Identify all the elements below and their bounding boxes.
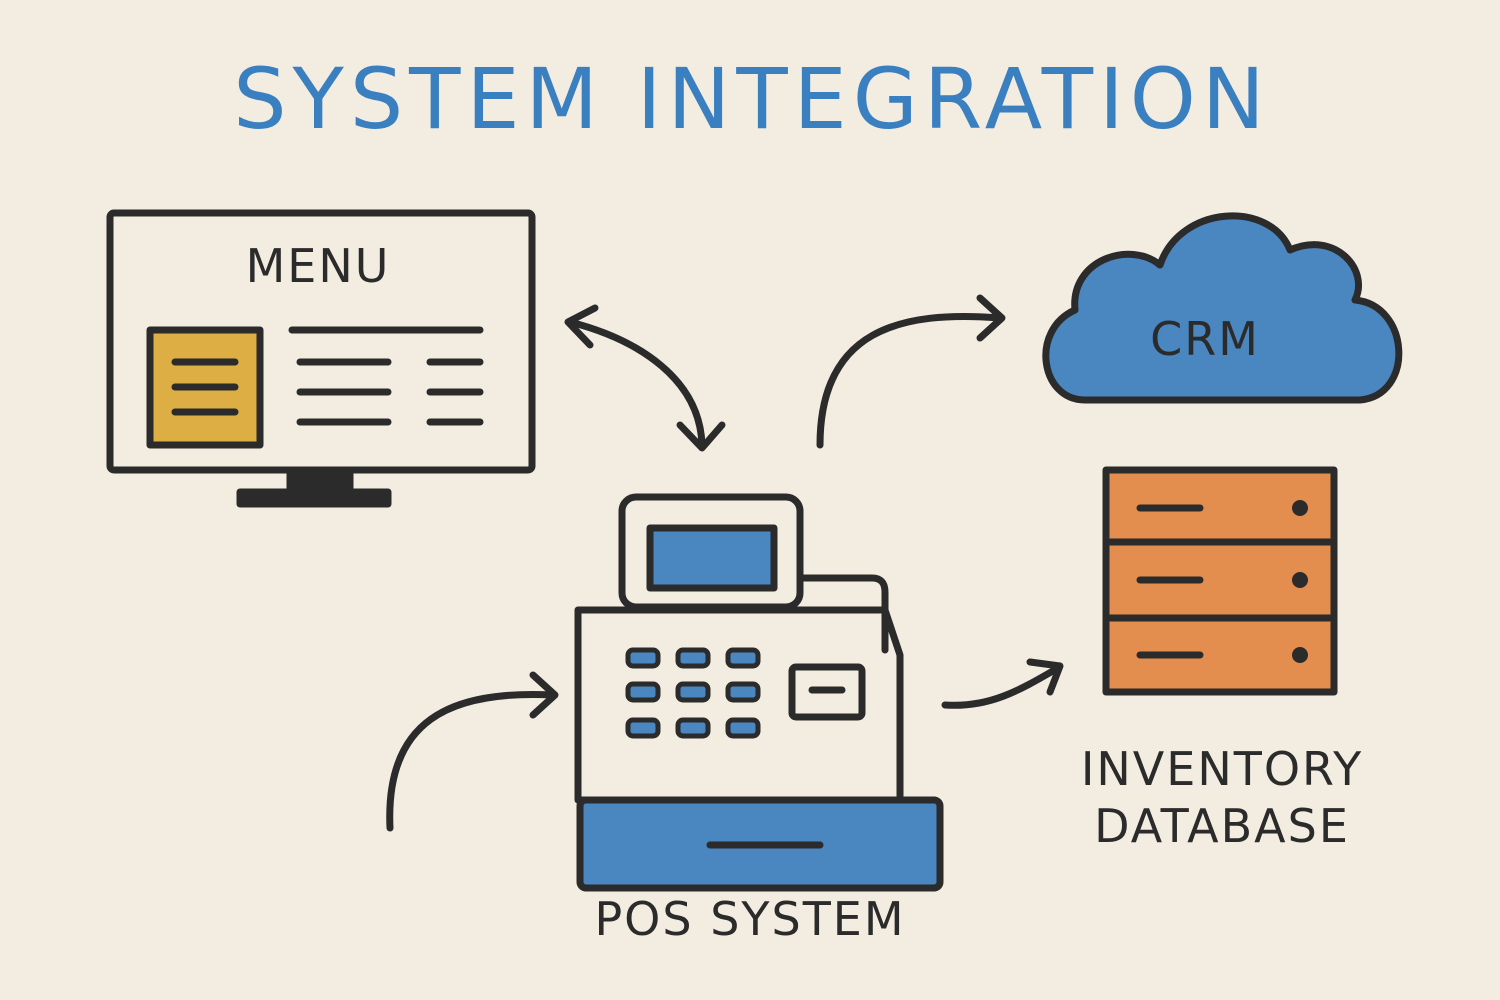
crm-label: CRM xyxy=(1150,312,1260,366)
diagram-title: SYSTEM INTEGRATION xyxy=(233,50,1271,148)
menu-monitor-icon: MENU xyxy=(106,209,536,508)
pos-label: POS SYSTEM xyxy=(594,892,905,946)
arrow-pos-to-inventory xyxy=(941,658,1064,709)
menu-label: MENU xyxy=(246,239,391,293)
arrow-pos-to-crm xyxy=(816,294,1006,449)
pos-register-icon: POS SYSTEM xyxy=(574,493,944,946)
inventory-label-line1: INVENTORY xyxy=(1081,742,1363,796)
arrow-incoming-to-pos xyxy=(386,671,559,832)
inventory-label-line2: DATABASE xyxy=(1094,799,1350,853)
inventory-database-icon: INVENTORY DATABASE xyxy=(1081,466,1363,853)
crm-cloud-icon: CRM xyxy=(1042,212,1403,404)
arrow-menu-pos-bidirectional xyxy=(564,304,726,452)
